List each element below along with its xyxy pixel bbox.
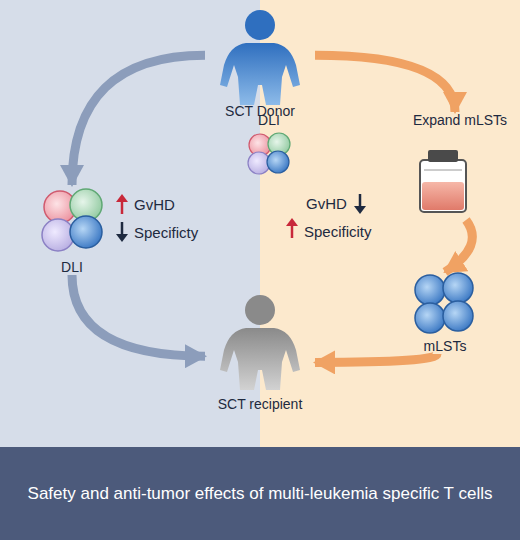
right-panel	[260, 0, 520, 447]
trend-label: GvHD	[134, 196, 175, 213]
title-band: Safety and anti-tumor effects of multi-l…	[0, 447, 520, 540]
mlst-cells	[415, 273, 473, 333]
flow-arrow	[445, 220, 472, 272]
trend-label: Specificity	[304, 223, 372, 240]
flow-arrow	[315, 354, 437, 362]
flow-arrow	[72, 275, 205, 356]
trend-label: Specificty	[134, 224, 198, 241]
trend-arrows-left	[116, 194, 128, 242]
node-label: Expand mLSTs	[410, 112, 510, 128]
expansion-flask-node: Expand mLSTs	[400, 112, 510, 220]
node-label: DLI	[32, 259, 112, 275]
dli-cluster-node: DLI	[32, 185, 112, 275]
dli-cells-right	[248, 133, 290, 174]
band-title: Safety and anti-tumor effects of multi-l…	[20, 483, 500, 505]
trend-label: GvHD	[306, 195, 347, 212]
node-label: SCT recipient	[205, 396, 315, 412]
recipient-figure	[220, 295, 300, 390]
mlst-cluster-node: mLSTs	[405, 272, 485, 354]
dli-cells-left	[42, 189, 102, 251]
flow-arrow	[72, 55, 205, 185]
flow-arrow	[315, 55, 455, 112]
dli-cluster-node: DLI	[238, 112, 300, 178]
node-label: mLSTs	[405, 338, 485, 354]
recipient-figure-node: SCT recipient	[205, 288, 315, 412]
node-label: DLI	[238, 112, 300, 128]
culture-flask	[420, 150, 466, 212]
donor-figure	[220, 10, 300, 105]
left-panel	[0, 0, 260, 447]
donor-figure-node: SCT Donor	[205, 3, 315, 119]
